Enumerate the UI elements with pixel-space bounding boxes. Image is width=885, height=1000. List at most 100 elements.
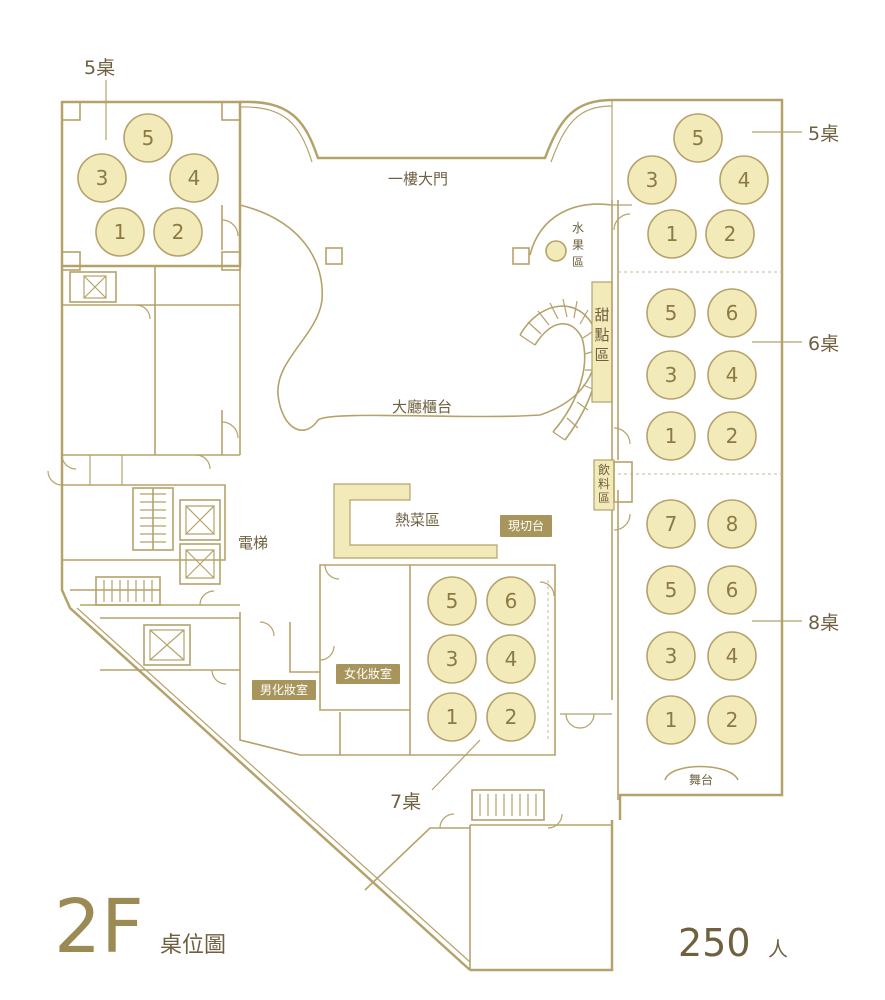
table[interactable] xyxy=(647,209,697,259)
table-number: 2 xyxy=(726,424,739,448)
capacity: 250 人 xyxy=(678,921,788,965)
elevator-icon xyxy=(179,499,221,541)
hot-food-area-label: 熱菜區 xyxy=(395,511,440,529)
floor-title: 2F 桌位圖 xyxy=(54,884,226,970)
table-number: 4 xyxy=(738,168,751,192)
floor-subtitle: 桌位圖 xyxy=(160,933,226,958)
table[interactable] xyxy=(646,565,696,615)
drink-area-label-1: 飲 xyxy=(598,462,610,477)
table[interactable] xyxy=(646,695,696,745)
table-number: 3 xyxy=(646,168,659,192)
table[interactable] xyxy=(719,155,769,205)
main-entrance-label: 一樓大門 xyxy=(388,170,448,188)
count-middle-right: 6桌 xyxy=(808,333,839,355)
fruit-area-label-1: 水 xyxy=(572,221,584,235)
table-number: 4 xyxy=(505,647,518,671)
count-center: 7桌 xyxy=(390,791,421,813)
dessert-area-label-1: 甜 xyxy=(594,306,609,324)
table[interactable] xyxy=(486,692,536,742)
table[interactable] xyxy=(707,695,757,745)
table[interactable] xyxy=(646,411,696,461)
outer-walls xyxy=(60,98,784,972)
spiral-staircase-icon xyxy=(519,298,600,441)
table-number: 4 xyxy=(726,644,739,668)
table-number: 6 xyxy=(726,578,739,602)
table-number: 3 xyxy=(665,644,678,668)
table-number: 5 xyxy=(692,126,705,150)
table-number: 4 xyxy=(726,363,739,387)
table[interactable] xyxy=(673,113,723,163)
table-group-center: 5 6 3 4 1 2 xyxy=(427,576,536,742)
table-group-bottom-right: 7 8 5 6 3 4 1 2 xyxy=(646,499,757,745)
count-bottom-right: 8桌 xyxy=(808,612,839,634)
table-number: 1 xyxy=(446,705,459,729)
drink-area-label-3: 區 xyxy=(598,491,610,505)
table-group-middle-right: 5 6 3 4 1 2 xyxy=(646,288,757,461)
table[interactable] xyxy=(707,499,757,549)
table[interactable] xyxy=(646,499,696,549)
count-top-right: 5桌 xyxy=(808,123,839,145)
table[interactable] xyxy=(707,565,757,615)
table-number: 2 xyxy=(505,705,518,729)
table[interactable] xyxy=(123,113,173,163)
table-number: 7 xyxy=(665,512,678,536)
table[interactable] xyxy=(707,411,757,461)
section-callouts: 5桌 5桌 6桌 8桌 7桌 xyxy=(84,57,839,813)
table-number: 1 xyxy=(114,220,127,244)
elevator-label: 電梯 xyxy=(238,534,268,552)
table[interactable] xyxy=(427,634,477,684)
table-number: 5 xyxy=(142,126,155,150)
drink-area-label-2: 料 xyxy=(598,477,610,491)
capacity-number: 250 xyxy=(678,921,751,965)
table-number: 5 xyxy=(665,578,678,602)
table[interactable] xyxy=(707,631,757,681)
womens-restroom-label: 女化妝室 xyxy=(344,666,392,681)
table[interactable] xyxy=(646,631,696,681)
table[interactable] xyxy=(77,153,127,203)
table[interactable] xyxy=(707,288,757,338)
table-number: 3 xyxy=(665,363,678,387)
table[interactable] xyxy=(705,209,755,259)
table[interactable] xyxy=(646,288,696,338)
table[interactable] xyxy=(427,692,477,742)
fruit-stand-icon xyxy=(545,240,567,262)
table[interactable] xyxy=(486,634,536,684)
table[interactable] xyxy=(707,350,757,400)
table-group-top-right: 5 3 4 1 2 xyxy=(627,113,769,259)
table[interactable] xyxy=(153,207,203,257)
table[interactable] xyxy=(95,207,145,257)
table-number: 1 xyxy=(666,222,679,246)
mens-restroom-label: 男化妝室 xyxy=(260,682,308,697)
elevator-icon xyxy=(179,543,221,585)
table[interactable] xyxy=(486,576,536,626)
table-number: 8 xyxy=(726,512,739,536)
interior-walls xyxy=(47,200,782,891)
dessert-area-label-3: 區 xyxy=(594,346,609,364)
table-number: 2 xyxy=(726,708,739,732)
table-number: 6 xyxy=(505,589,518,613)
fruit-area-label-3: 區 xyxy=(572,255,584,269)
room-labels: 一樓大門 大廳櫃台 水 果 區 甜 點 區 飲 料 區 熱菜區 現切台 電梯 男… xyxy=(238,170,713,787)
table[interactable] xyxy=(169,153,219,203)
table[interactable] xyxy=(646,350,696,400)
carving-station-label: 現切台 xyxy=(508,518,544,533)
table-number: 3 xyxy=(96,166,109,190)
fruit-area-label-2: 果 xyxy=(572,238,584,252)
name-plates xyxy=(252,515,552,700)
table-number: 5 xyxy=(665,301,678,325)
lobby-counter-label: 大廳櫃台 xyxy=(392,398,452,416)
stage-label: 舞台 xyxy=(689,772,713,787)
table[interactable] xyxy=(627,155,677,205)
table-number: 2 xyxy=(172,220,185,244)
table[interactable] xyxy=(427,576,477,626)
table-number: 5 xyxy=(446,589,459,613)
table-group-top-left: 5 3 4 1 2 xyxy=(77,113,219,257)
table-number: 1 xyxy=(665,424,678,448)
table-number: 1 xyxy=(665,708,678,732)
dessert-area-label-2: 點 xyxy=(594,326,609,344)
table-number: 6 xyxy=(726,301,739,325)
table-number: 3 xyxy=(446,647,459,671)
capacity-unit: 人 xyxy=(768,937,788,961)
count-top-left: 5桌 xyxy=(84,57,115,79)
